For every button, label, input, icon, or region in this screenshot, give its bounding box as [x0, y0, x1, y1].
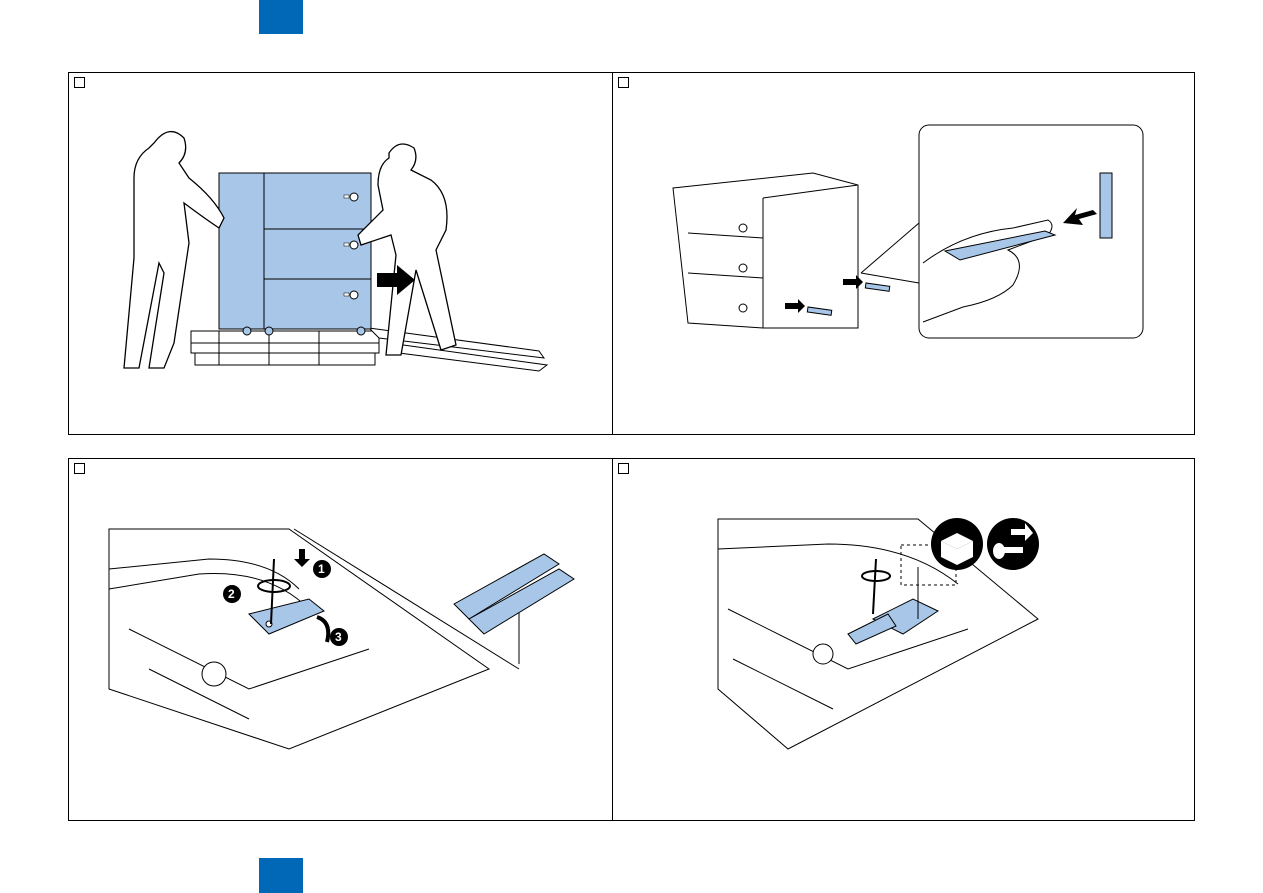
step-panel-2 [612, 72, 1195, 435]
screw-icon [987, 518, 1039, 570]
callout-number-1: 1 [318, 562, 325, 576]
step-panel-3: 1 2 3 [68, 458, 613, 821]
step-panel-1 [68, 72, 613, 435]
step-panel-4 [612, 458, 1195, 821]
header-tab [259, 0, 303, 34]
moving-unit-illustration [69, 73, 614, 436]
remove-grip-illustration [613, 73, 1196, 436]
callout-number-3: 3 [335, 630, 342, 644]
callout-number-2: 2 [228, 587, 235, 601]
footer-tab [259, 858, 303, 893]
attach-plate-illustration [613, 459, 1196, 822]
